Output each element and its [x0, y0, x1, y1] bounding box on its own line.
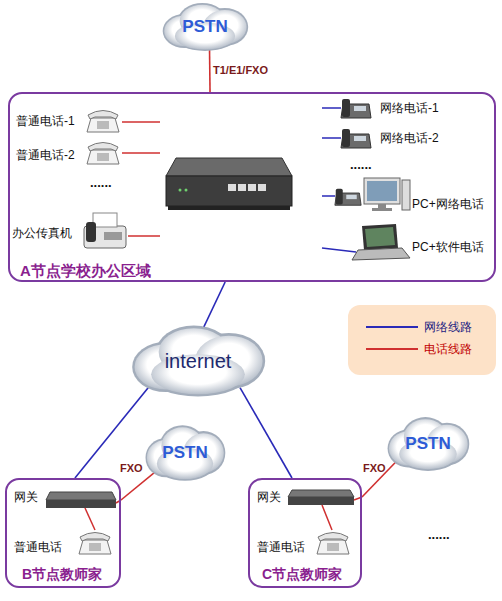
device-label: ...... [350, 158, 372, 172]
phone-icon [87, 111, 119, 133]
device-label: 普通电话 [257, 540, 305, 554]
device-label: ...... [90, 176, 112, 190]
cloud-label: internet [165, 350, 232, 373]
phone-wire [122, 152, 160, 154]
legend-box [348, 305, 496, 375]
laptop-lid [362, 224, 398, 250]
device-top [166, 158, 292, 176]
network-wire [322, 137, 341, 139]
device-port [228, 184, 236, 191]
device-label: 办公传真机 [12, 226, 72, 240]
cloud-node: PSTN [160, 2, 250, 52]
device-label: 网络电话-2 [380, 131, 439, 145]
device-front [166, 176, 292, 206]
phone-line [209, 47, 211, 92]
phone-icon [79, 533, 111, 555]
monitor-stand [378, 204, 386, 208]
phone-wire [322, 505, 332, 530]
device-label: 网关 [14, 490, 38, 504]
device-port [258, 184, 266, 191]
phone-wire [128, 235, 160, 237]
network-wire [322, 195, 335, 197]
monitor [364, 178, 400, 204]
legend-line-sample [366, 348, 418, 350]
cloud-edge [156, 325, 232, 378]
device-label: 网络电话-1 [380, 101, 439, 115]
device-led [179, 189, 182, 192]
legend-text: 电话线路 [424, 342, 472, 356]
gateway-front [46, 500, 116, 508]
monitor-screen [367, 181, 397, 201]
ipphone-icon [335, 189, 361, 206]
phone-icon [87, 143, 119, 165]
phone-icon [317, 533, 349, 555]
legend-line-sample [366, 326, 418, 328]
laptop-base [352, 248, 410, 260]
ipphone-icon [341, 129, 371, 148]
network-wire [322, 248, 356, 252]
edge-label: FXO [120, 461, 143, 475]
device-port [248, 184, 256, 191]
device-base [168, 206, 290, 210]
phone-wire [85, 508, 95, 530]
cloud-text-wrap: PSTN [385, 416, 471, 472]
cloud-node: PSTN [143, 424, 227, 482]
device-led [185, 189, 188, 192]
phone-line [362, 458, 400, 497]
ipphone-icon [341, 99, 371, 118]
device-port [238, 184, 246, 191]
phone-wire [122, 121, 160, 123]
device-label: PC+网络电话 [412, 197, 484, 211]
cloud-label: PSTN [162, 443, 207, 463]
cloud-label: PSTN [182, 17, 227, 37]
device-label: PC+软件电话 [412, 240, 484, 254]
area-title: B节点教师家 [22, 566, 102, 584]
gateway-front [288, 497, 354, 505]
gateway-top [46, 492, 116, 500]
fax-panel [104, 232, 122, 240]
fax-handset [86, 222, 96, 242]
cloud-label: PSTN [405, 434, 450, 454]
cloud-text-wrap: PSTN [160, 2, 250, 52]
cloud-text-wrap: PSTN [143, 424, 227, 482]
cloud-node: internet [128, 324, 268, 398]
device-label: 网关 [257, 490, 281, 504]
cloud-text-wrap: internet [128, 324, 268, 398]
device-label: 普通电话-1 [16, 114, 75, 128]
network-wire [322, 107, 341, 109]
network-line [75, 385, 150, 478]
network-line [240, 388, 292, 478]
legend-text: 网络线路 [424, 320, 472, 334]
area-title: A节点学校办公区域 [20, 262, 151, 281]
edge-label: FXO [363, 461, 386, 475]
cloud-node: PSTN [385, 416, 471, 472]
monitor-base [372, 208, 392, 211]
device-label: 普通电话 [14, 540, 62, 554]
edge-label: T1/E1/FXO [213, 63, 268, 77]
device-label: 普通电话-2 [16, 148, 75, 162]
laptop-screen [365, 227, 395, 247]
pc-tower [402, 180, 410, 210]
fax-paper [93, 213, 117, 227]
area-title: C节点教师家 [262, 566, 342, 584]
gateway-top [288, 490, 354, 497]
device-label: ...... [428, 528, 450, 542]
